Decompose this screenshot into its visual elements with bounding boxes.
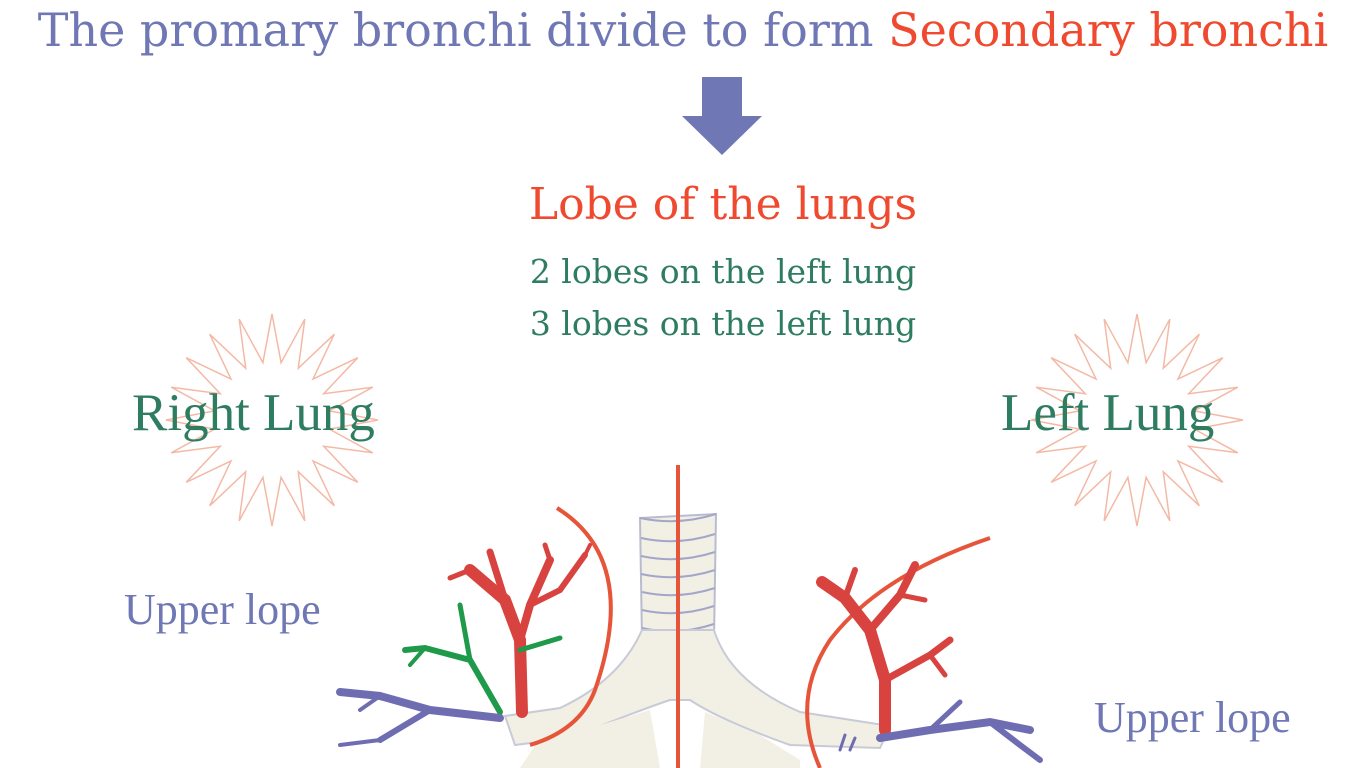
trachea	[503, 512, 892, 768]
bronchial-tree-illustration	[336, 465, 1043, 768]
starburst-shape	[1030, 313, 1244, 527]
starburst-shape	[165, 313, 379, 527]
headline-highlight: Secondary bronchi	[888, 3, 1329, 57]
starburst-decoration-left	[1030, 313, 1244, 527]
upper-lobe-label-right: Upper lope	[124, 585, 321, 634]
headline-text: The promary bronchi divide to form	[37, 3, 889, 57]
left-lung-label: Left Lung	[1001, 384, 1215, 442]
upper-lobe-label-left: Upper lope	[1094, 693, 1291, 742]
headline: The promary bronchi divide to form Secon…	[0, 2, 1366, 58]
lobe-title: Lobe of the lungs	[528, 179, 918, 230]
starburst-decoration-right	[165, 313, 379, 527]
lobe-count-line-2: 3 lobes on the left lung	[529, 304, 917, 343]
lobe-count-line-1: 2 lobes on the left lung	[529, 252, 917, 291]
down-arrow-icon	[682, 77, 762, 155]
right-lung-label: Right Lung	[132, 384, 375, 442]
